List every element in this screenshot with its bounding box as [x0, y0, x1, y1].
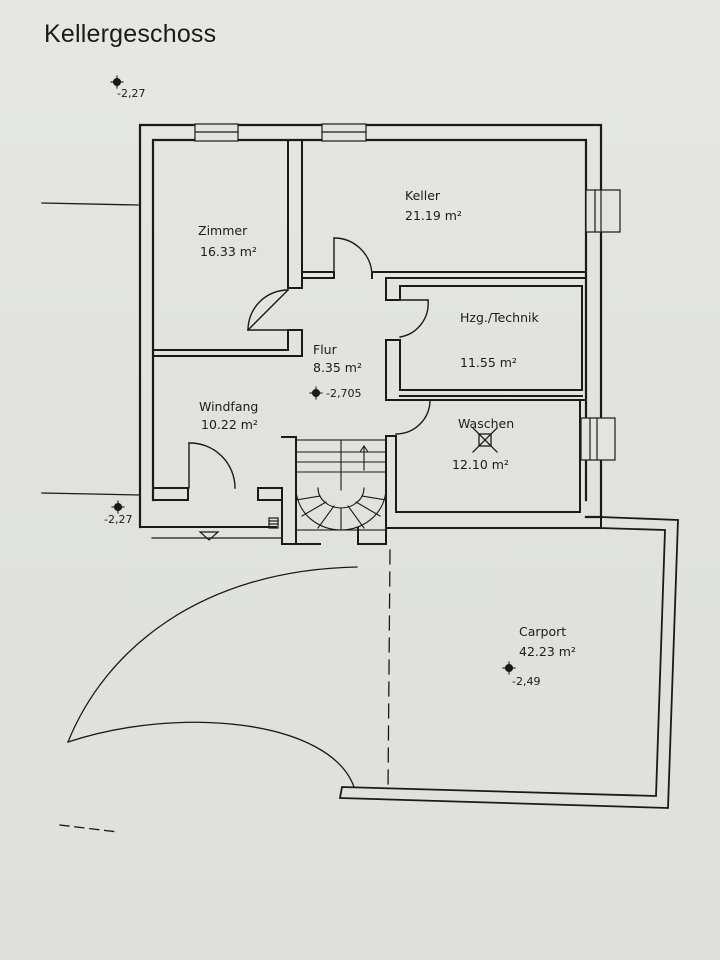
level-label-flur: -2,705 — [326, 387, 362, 400]
staircase — [295, 439, 387, 531]
room-name-carport: Carport — [519, 624, 567, 639]
level-marker-icon — [502, 661, 516, 675]
plan-title: Kellergeschoss — [44, 20, 217, 48]
technik-walls — [385, 285, 587, 401]
room-area-windfang: 10.22 m² — [201, 417, 258, 432]
level-marker-icon — [110, 75, 124, 89]
room-area-keller: 21.19 m² — [405, 208, 462, 223]
entrance-step — [151, 517, 283, 541]
level-markers — [110, 75, 516, 675]
level-label-entrance: -2,27 — [104, 513, 133, 526]
windfang-walls — [139, 436, 321, 545]
room-name-windfang: Windfang — [199, 399, 259, 414]
room-area-zimmer: 16.33 m² — [200, 244, 257, 259]
room-name-keller: Keller — [405, 188, 441, 203]
level-label-top-left: -2,27 — [117, 87, 146, 100]
room-name-flur: Flur — [313, 342, 337, 357]
driveway-curves — [67, 566, 358, 788]
room-area-waschen: 12.10 m² — [452, 457, 509, 472]
level-label-carport: -2,49 — [512, 675, 541, 688]
terrain-lines — [41, 202, 141, 833]
zimmer-walls — [152, 139, 303, 357]
room-area-technik: 11.55 m² — [460, 355, 517, 370]
room-area-carport: 42.23 m² — [519, 644, 576, 659]
level-marker-icon — [111, 500, 125, 514]
room-name-waschen: Waschen — [458, 416, 515, 431]
north-windows — [194, 123, 367, 142]
doors — [188, 237, 431, 489]
carport-outline — [338, 516, 679, 809]
room-name-technik: Hzg./Technik — [460, 310, 539, 325]
room-area-flur: 8.35 m² — [313, 360, 362, 375]
floor-drain-icon — [472, 427, 498, 453]
east-windows — [580, 189, 621, 461]
level-marker-icon — [309, 386, 323, 400]
room-name-zimmer: Zimmer — [198, 223, 248, 238]
outer-walls — [138, 123, 603, 529]
